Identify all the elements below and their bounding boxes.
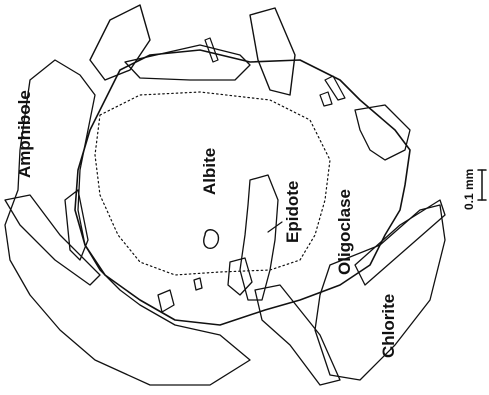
amphibole-needle-2 [325,76,345,100]
chlorite-upper-right [355,105,410,160]
label-oligoclase: Oligoclase [335,189,354,275]
epidote-leader-line [268,222,282,232]
label-chlorite: Chlorite [379,294,398,358]
amphibole-lath-lower-left [5,195,100,285]
inclusion-lath [158,290,174,312]
label-amphibole: Amphibole [15,90,34,178]
inclusion-small [194,278,202,290]
label-albite: Albite [200,148,219,195]
inclusion-oval [204,230,219,249]
oligoclase-grain-outline [75,50,410,325]
chlorite-lath [355,200,445,285]
scale-bar [478,170,486,200]
amphibole-needle-3 [320,92,332,106]
epidote-grain-small [228,258,252,295]
amphibole-mass [5,60,250,385]
label-epidote: Epidote [283,181,302,243]
amphibole-needle-1 [205,38,218,62]
scale-bar-label: 0.1 mm [462,169,476,210]
epidote-grain [240,175,278,300]
amphibole-crystal-upper-right [250,8,295,95]
amphibole-crystal-upper [90,5,150,80]
